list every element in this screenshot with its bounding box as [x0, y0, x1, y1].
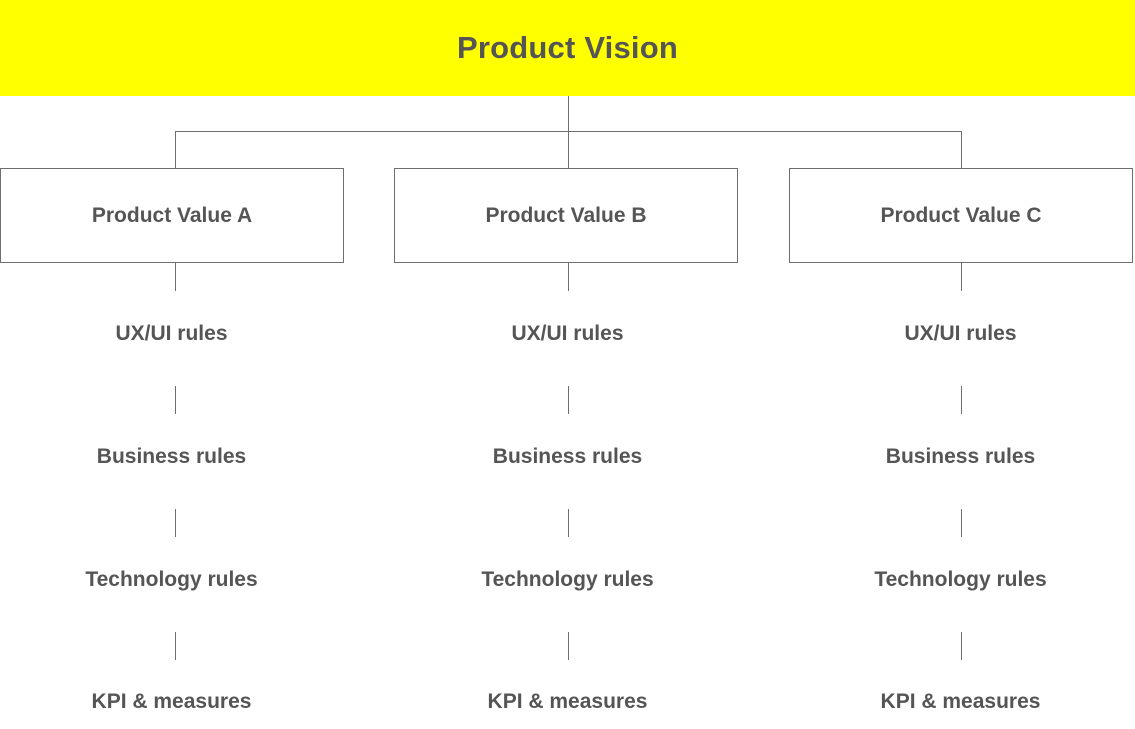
rule-kpi-c: KPI & measures [880, 690, 1041, 713]
connector-b-4 [568, 632, 569, 660]
product-value-c-label: Product Value C [880, 203, 1042, 227]
connector-b-2 [568, 386, 569, 414]
connector-a-2 [175, 386, 176, 414]
connector-c-1 [961, 263, 962, 291]
product-value-b-box: Product Value B [394, 168, 738, 263]
rule-ux-ui-b: UX/UI rules [511, 322, 624, 345]
product-value-a-label: Product Value A [91, 203, 253, 227]
product-vision-header: Product Vision [0, 0, 1135, 96]
rule-technology-c: Technology rules [874, 568, 1047, 591]
rule-kpi-a: KPI & measures [91, 690, 252, 713]
connector-c-4 [961, 632, 962, 660]
connector-a-4 [175, 632, 176, 660]
page-title: Product Vision [457, 30, 678, 65]
connector-trunk [568, 96, 569, 168]
connector-a-3 [175, 509, 176, 537]
connector-branch-c [961, 131, 962, 168]
rule-ux-ui-c: UX/UI rules [904, 322, 1017, 345]
connector-b-1 [568, 263, 569, 291]
rule-ux-ui-a: UX/UI rules [115, 322, 228, 345]
rule-technology-a: Technology rules [85, 568, 258, 591]
rule-business-a: Business rules [96, 445, 247, 468]
connector-b-3 [568, 509, 569, 537]
rule-business-b: Business rules [492, 445, 643, 468]
connector-c-2 [961, 386, 962, 414]
product-value-a-box: Product Value A [0, 168, 344, 263]
product-value-c-box: Product Value C [789, 168, 1133, 263]
connector-crossbar [175, 131, 962, 132]
connector-branch-a [175, 131, 176, 168]
connector-c-3 [961, 509, 962, 537]
product-value-b-label: Product Value B [485, 203, 647, 227]
rule-business-c: Business rules [885, 445, 1036, 468]
rule-kpi-b: KPI & measures [487, 690, 648, 713]
connector-a-1 [175, 263, 176, 291]
rule-technology-b: Technology rules [481, 568, 654, 591]
